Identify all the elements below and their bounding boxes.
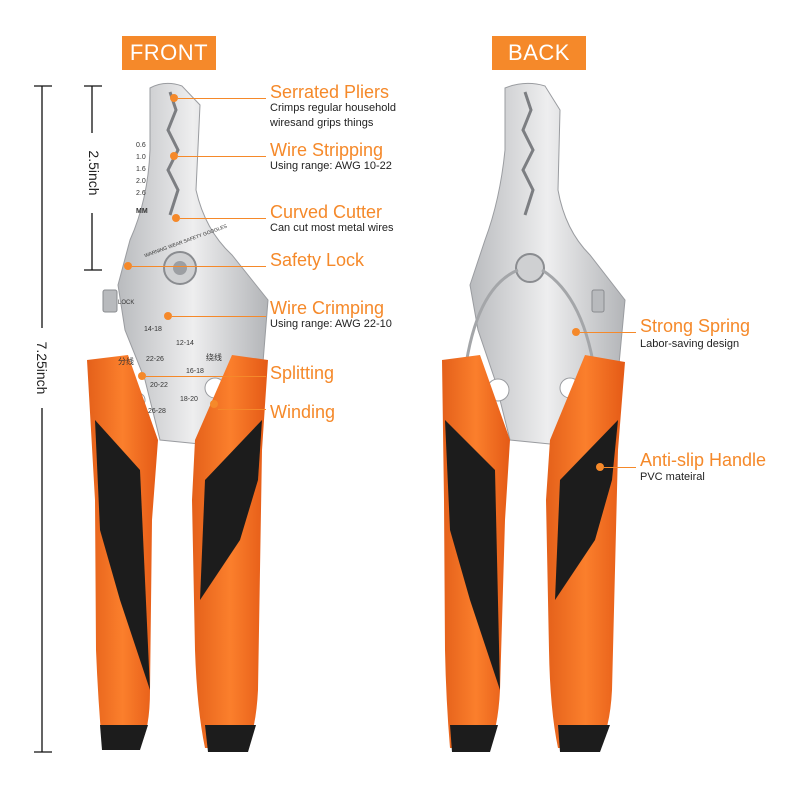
splitting-marker	[138, 372, 146, 380]
splitting-leader	[146, 376, 266, 377]
safety-lock-leader	[132, 266, 266, 267]
strong-spring-title: Strong Spring	[640, 316, 751, 336]
crimp-size: 14-18	[144, 326, 162, 333]
strong-spring-marker	[572, 328, 580, 336]
lock-marking: LOCK	[118, 300, 135, 306]
wire-crimping-leader	[172, 316, 266, 317]
strong-spring-leader	[580, 332, 636, 333]
serrated-pliers-desc: Crimps regular household wiresand grips …	[270, 102, 396, 129]
crimp-size: 20-22	[150, 382, 168, 389]
winding-leader	[218, 409, 266, 410]
serrated-pliers-leader	[178, 98, 266, 99]
anti-slip-handle-leader	[604, 467, 636, 468]
curved-cutter-title: Curved Cutter	[270, 202, 383, 222]
splitting-marking: 分线	[118, 357, 134, 366]
front-pliers	[87, 82, 269, 752]
anti-slip-handle-title: Anti-slip Handle	[640, 450, 767, 470]
serrated-pliers-title: Serrated Pliers	[270, 82, 390, 102]
crimp-size: 26-28	[148, 408, 166, 415]
dimension-lines	[34, 85, 102, 753]
total-length-label: 7.25inch	[34, 328, 50, 408]
curved-cutter-marker	[172, 214, 180, 222]
wire-stripping-marker	[170, 152, 178, 160]
crimp-size: 18-20	[180, 396, 198, 403]
front-badge: FRONT	[122, 36, 216, 70]
head-length-label: 2.5inch	[86, 133, 102, 213]
strong-spring-desc: Labor-saving design	[640, 338, 740, 350]
crimp-size: 22-26	[146, 356, 164, 363]
anti-slip-handle-marker	[596, 463, 604, 471]
back-pliers	[442, 82, 626, 752]
anti-slip-handle-desc: PVC mateiral	[640, 471, 705, 483]
splitting-title: Splitting	[270, 363, 335, 383]
wire-stripping-title: Wire Stripping	[270, 140, 384, 160]
winding-marker	[210, 400, 218, 408]
crimp-size: 16-18	[186, 368, 204, 375]
wire-crimping-marker	[164, 312, 172, 320]
serrated-pliers-marker	[170, 94, 178, 102]
winding-title: Winding	[270, 402, 336, 422]
wire-stripping-leader	[178, 156, 266, 157]
mm-scale: 0.6 1.0 1.6 2.0 2.6 MM	[136, 142, 148, 215]
wire-crimping-desc: Using range: AWG 22-10	[270, 318, 392, 330]
wire-stripping-desc: Using range: AWG 10-22	[270, 160, 392, 172]
crimp-size: 12-14	[176, 340, 194, 347]
curved-cutter-desc: Can cut most metal wires	[270, 222, 394, 234]
curved-cutter-leader	[180, 218, 266, 219]
wire-crimping-title: Wire Crimping	[270, 298, 385, 318]
back-badge: BACK	[492, 36, 586, 70]
back-steel-jaws	[469, 82, 626, 446]
winding-marking: 绕线	[206, 353, 222, 362]
safety-lock-marker	[124, 262, 132, 270]
safety-lock-title: Safety Lock	[270, 250, 365, 270]
